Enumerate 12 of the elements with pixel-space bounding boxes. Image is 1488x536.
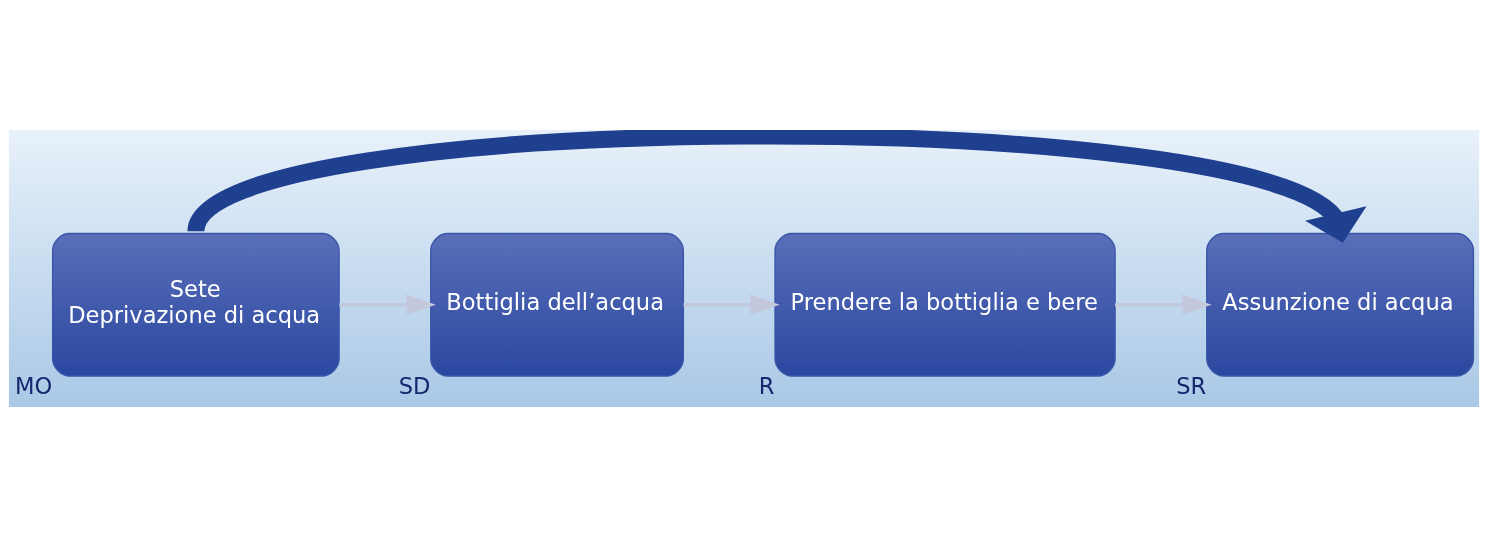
arrow	[1115, 293, 1212, 315]
node-box: Assunzione di acqua	[1206, 232, 1475, 377]
node-box: Sete Deprivazione di acqua	[51, 232, 340, 377]
node-box: Prendere la bottiglia e bere	[774, 232, 1116, 377]
node-label: SR	[1176, 372, 1207, 399]
arrow	[683, 293, 780, 315]
arrow	[339, 293, 436, 315]
node-label: R	[758, 372, 775, 399]
node-label: MO	[15, 372, 53, 399]
arrow	[189, 129, 1367, 243]
node-box: Bottiglia dell’acqua	[430, 232, 685, 377]
node-label: SD	[398, 372, 431, 399]
